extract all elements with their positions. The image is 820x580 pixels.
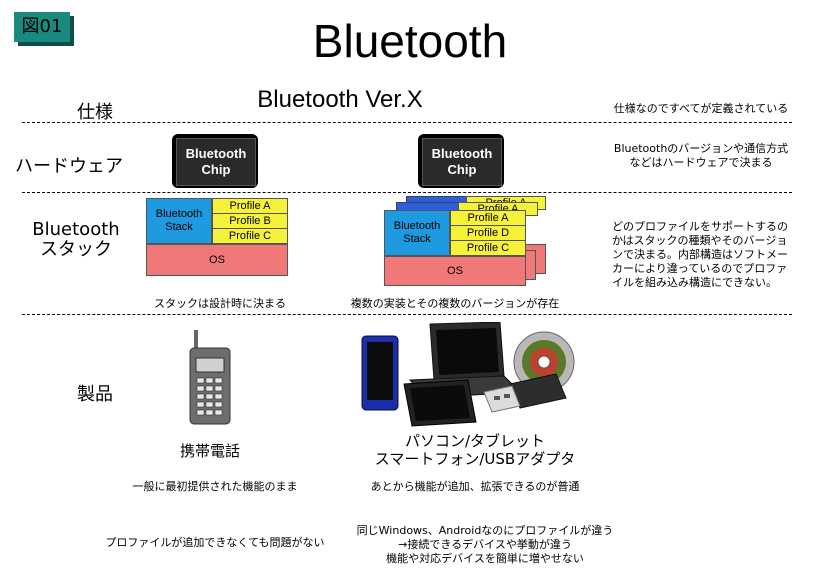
divider <box>22 314 792 315</box>
cd-disc-icon <box>513 331 575 393</box>
product-note-right: あとから機能が追加、拡張できるのが普通 <box>370 480 580 493</box>
product-note-right-2: 同じWindows、Androidなのにプロファイルが違う →接続できるデバイス… <box>356 524 614 565</box>
profile-block: Profile B <box>212 213 288 229</box>
os-block: OS <box>146 244 288 276</box>
stack-caption-left: スタックは設計時に決まる <box>154 297 286 310</box>
row-label-hardware: ハードウェア <box>15 156 123 177</box>
row-label-product: 製品 <box>77 384 113 405</box>
profile-block: Profile C <box>212 228 288 244</box>
stack-note: どのプロファイルをサポートするの かはスタックの種類やそのバージョ ンで決まる。… <box>612 220 788 289</box>
product-note-left: 一般に最初提供された機能のまま <box>132 480 298 493</box>
usb-adapter-icon <box>483 373 567 413</box>
divider <box>22 192 792 193</box>
profile-block: Profile A <box>450 210 526 226</box>
hardware-note: Bluetoothのバージョンや通信方式などはハードウェアで決まる <box>613 142 789 169</box>
product-name-left: 携帯電話 <box>179 442 240 460</box>
page-title: Bluetooth <box>312 15 508 67</box>
stack-caption-right: 複数の実装とその複数のバージョンが存在 <box>350 297 560 310</box>
product-note-left-2: プロファイルが追加できなくても問題がない <box>105 536 325 549</box>
product-name-right: パソコン/タブレット スマートフォン/USBアダプタ <box>374 432 576 468</box>
spec-version: Bluetooth Ver.X <box>257 86 423 113</box>
profile-block: Profile C <box>450 240 526 256</box>
os-block: OS <box>384 256 526 286</box>
mobile-phone-icon <box>189 330 231 425</box>
profile-block: Profile A <box>212 198 288 214</box>
devices-illustration <box>361 322 575 427</box>
divider <box>22 122 792 123</box>
figure-badge: 図01 <box>14 12 70 42</box>
smartphone-icon <box>361 335 399 411</box>
profile-block: Profile D <box>450 225 526 241</box>
spec-note: 仕様なのですべてが定義されている <box>613 102 789 115</box>
tablet-icon <box>403 379 477 427</box>
row-label-spec: 仕様 <box>77 102 113 123</box>
